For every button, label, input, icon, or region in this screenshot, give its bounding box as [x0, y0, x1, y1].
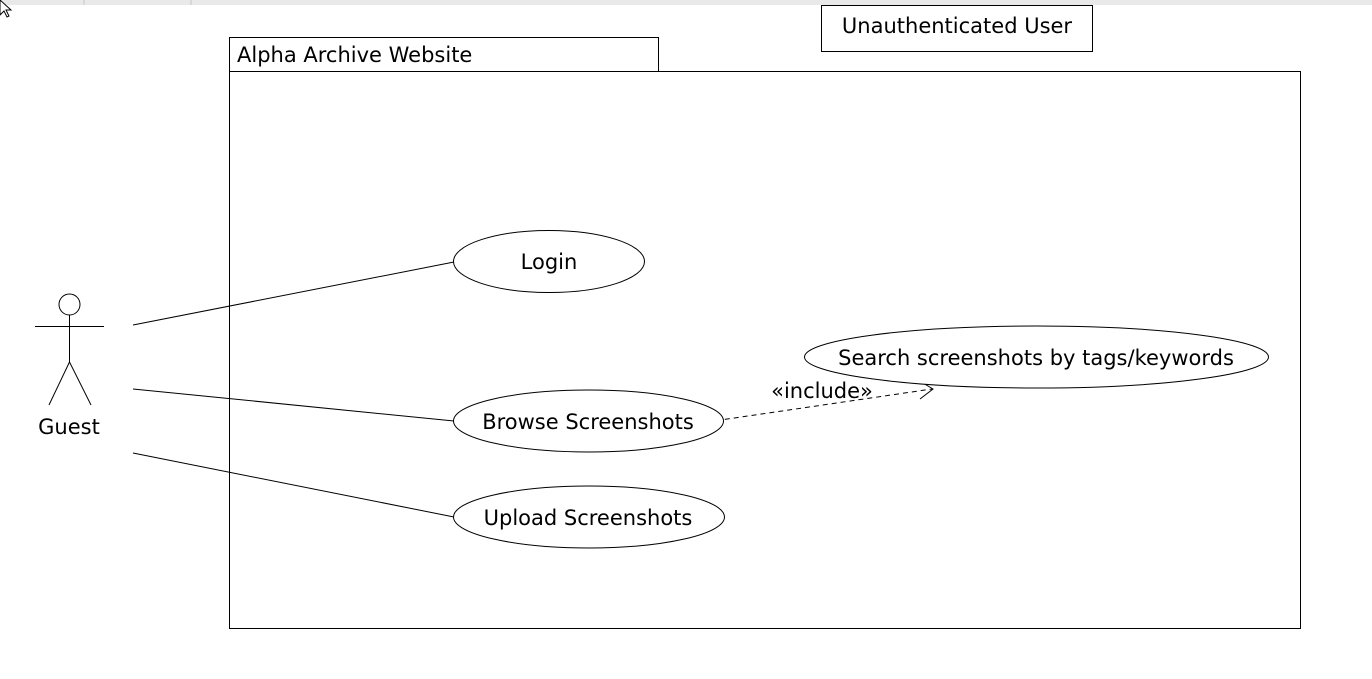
include-dashed-line — [706, 388, 933, 423]
use-case-search-screenshots[interactable]: Search screenshots by tags/keywords — [804, 325, 1269, 389]
use-case-login-label: Login — [521, 250, 578, 274]
association-guest-login[interactable] — [132, 261, 455, 326]
system-title: Alpha Archive Website — [237, 43, 472, 67]
use-case-upload-label: Upload Screenshots — [484, 506, 693, 530]
actor-guest[interactable]: Guest — [35, 293, 104, 439]
actor-head — [58, 293, 81, 316]
note-box — [821, 5, 1093, 52]
use-case-browse-ellipse — [453, 389, 724, 453]
use-case-browse-label: Browse Screenshots — [482, 410, 694, 434]
use-case-login-ellipse — [453, 230, 645, 293]
top-toolbar-strip — [0, 0, 1372, 5]
actor-name: Guest — [38, 415, 100, 439]
use-case-browse-screenshots[interactable]: Browse Screenshots — [453, 389, 724, 453]
use-case-login[interactable]: Login — [453, 230, 645, 293]
actor-left-leg — [48, 361, 70, 406]
system-boundary[interactable]: Alpha Archive Website — [229, 37, 1301, 629]
note-label: Unauthenticated User — [842, 14, 1073, 38]
use-case-search-ellipse — [804, 325, 1269, 389]
use-case-upload-ellipse — [453, 485, 725, 549]
toolbar-background — [0, 0, 1372, 5]
actor-right-leg — [69, 361, 92, 406]
system-boundary-box — [229, 71, 1301, 629]
use-case-upload-screenshots[interactable]: Upload Screenshots — [453, 485, 725, 549]
association-guest-upload[interactable] — [132, 452, 455, 518]
use-case-search-label: Search screenshots by tags/keywords — [838, 346, 1234, 370]
association-guest-browse[interactable] — [132, 388, 455, 422]
unauthenticated-user-note[interactable]: Unauthenticated User — [821, 5, 1093, 52]
include-relationship[interactable]: «include» — [706, 379, 934, 423]
mouse-pointer-icon — [0, 0, 13, 18]
associations — [132, 261, 455, 518]
include-label: «include» — [771, 379, 873, 403]
